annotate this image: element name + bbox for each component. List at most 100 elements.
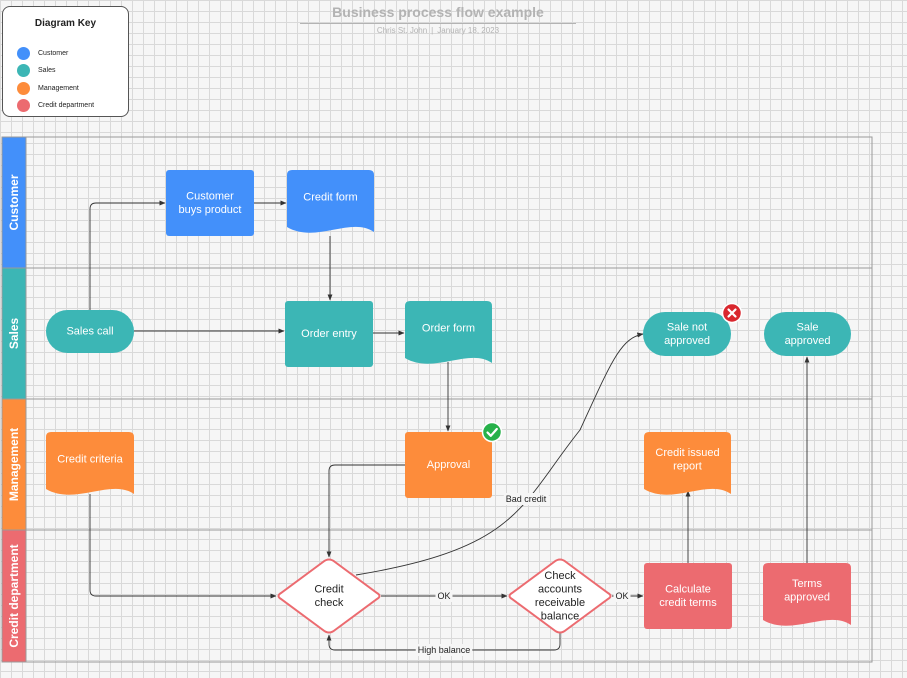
edge-label-bg (415, 644, 473, 656)
lane-label: Credit department (7, 544, 21, 647)
terminator-shape (46, 310, 134, 353)
node-label-line: Check (544, 570, 576, 582)
node-label-line: Credit (314, 583, 343, 595)
check-icon (481, 421, 503, 443)
key-item-credit-department: Credit department (17, 98, 94, 112)
node-label-line: Credit issued (655, 447, 719, 459)
lane-label: Management (7, 428, 21, 501)
node-label-line: credit terms (659, 597, 717, 609)
node-label-line: Credit form (303, 192, 357, 204)
document-shape (287, 170, 374, 233)
diagram-title-block: Business process flow example Chris St. … (300, 4, 576, 35)
document-shape (644, 432, 731, 495)
edge-label: OK (435, 590, 453, 602)
node-label-line: Order form (422, 323, 475, 335)
lane-header (1, 398, 27, 531)
key-label: Sales (38, 66, 56, 74)
node-label: Order form (422, 323, 475, 335)
edge-label-text: OK (615, 591, 628, 601)
node-label-line: check (315, 597, 344, 609)
edge-label-text: Bad credit (506, 494, 547, 504)
node-label: Credit criteria (57, 454, 123, 466)
node-sale-approved[interactable]: Sale approved (764, 312, 851, 356)
edge-label: High balance (415, 644, 473, 656)
node-label: Credit form (303, 192, 357, 204)
node-label-line: approved (785, 335, 831, 347)
node-label-line: Sale not (667, 321, 707, 333)
node-label: Calculate credit terms (659, 583, 717, 609)
key-label: Credit department (38, 101, 95, 109)
date: January 18, 2023 (437, 26, 500, 35)
node-label-line: Sale (796, 321, 818, 333)
x-icon (721, 302, 743, 324)
node-sales-call[interactable]: Sales call (46, 310, 134, 353)
management-color-dot (17, 81, 30, 95)
badge-glyph (486, 427, 498, 437)
node-credit-check[interactable]: Credit check (277, 558, 381, 634)
swimlane-customer[interactable]: Customer (1, 136, 873, 269)
node-credit-criteria[interactable]: Credit criteria (46, 432, 134, 495)
decision-shape (508, 558, 612, 634)
edge-credit-criteria-to-credit-check[interactable] (89, 494, 277, 599)
node-order-form[interactable]: Order form (405, 301, 492, 364)
key-label: Management (38, 84, 79, 92)
decision-shape (277, 558, 381, 634)
sales-color-dot (17, 63, 30, 77)
node-label-line: balance (541, 610, 580, 622)
lane-body (1, 136, 873, 269)
badge-circle (481, 421, 503, 443)
author: Chris St. John (376, 26, 428, 35)
node-credit-form[interactable]: Credit form (287, 170, 374, 233)
document-shape (46, 432, 134, 495)
diagram-key-title: Diagram Key (34, 18, 97, 29)
edge-approval-to-credit-check[interactable] (326, 464, 405, 558)
node-calculate-credit-terms[interactable]: Calculate credit terms (644, 563, 732, 629)
lane-header (1, 529, 27, 663)
node-label: Approval (427, 459, 470, 471)
node-label-line: Approval (427, 459, 470, 471)
node-approval[interactable]: Approval (405, 432, 492, 498)
node-label-line: report (673, 460, 702, 472)
process-shape (644, 563, 732, 629)
node-label: Sale approved (785, 321, 831, 347)
node-order-entry[interactable]: Order entry (285, 301, 373, 367)
process-shape (285, 301, 373, 367)
customer-color-dot (17, 46, 30, 60)
lane-label: Customer (7, 174, 21, 230)
key-item-customer: Customer (17, 46, 68, 60)
node-label: Credit check (314, 583, 344, 609)
node-label-line: Credit criteria (57, 454, 123, 466)
node-label: Sales call (66, 326, 113, 338)
node-label-line: accounts (538, 583, 583, 595)
edge-label: OK (613, 590, 631, 602)
node-label: Order entry (301, 328, 357, 340)
key-item-sales: Sales (17, 63, 56, 77)
edge-credit-check-to-sale-not-approved[interactable] (355, 332, 644, 576)
node-label-line: Customer (186, 190, 234, 202)
document-shape (763, 563, 851, 626)
edge-label: Bad credit (503, 493, 549, 505)
diagram-title: Business process flow example (300, 4, 576, 24)
edge-label-bg (503, 493, 549, 505)
terminator-shape (643, 312, 731, 356)
node-label-line: Calculate (665, 583, 711, 595)
swimlane-credit[interactable]: Credit department (1, 529, 873, 663)
edge-sales-call-to-customer-buys-product[interactable] (89, 200, 166, 310)
diagram-key[interactable]: Diagram Key Customer Sales Management Cr… (2, 6, 129, 117)
process-shape (166, 170, 254, 236)
subtitle-separator: | (431, 26, 434, 35)
badge-glyph (727, 308, 737, 318)
edge-label-bg (613, 590, 631, 602)
lane-label: Sales (7, 317, 21, 349)
node-label-line: receivable (535, 597, 585, 609)
